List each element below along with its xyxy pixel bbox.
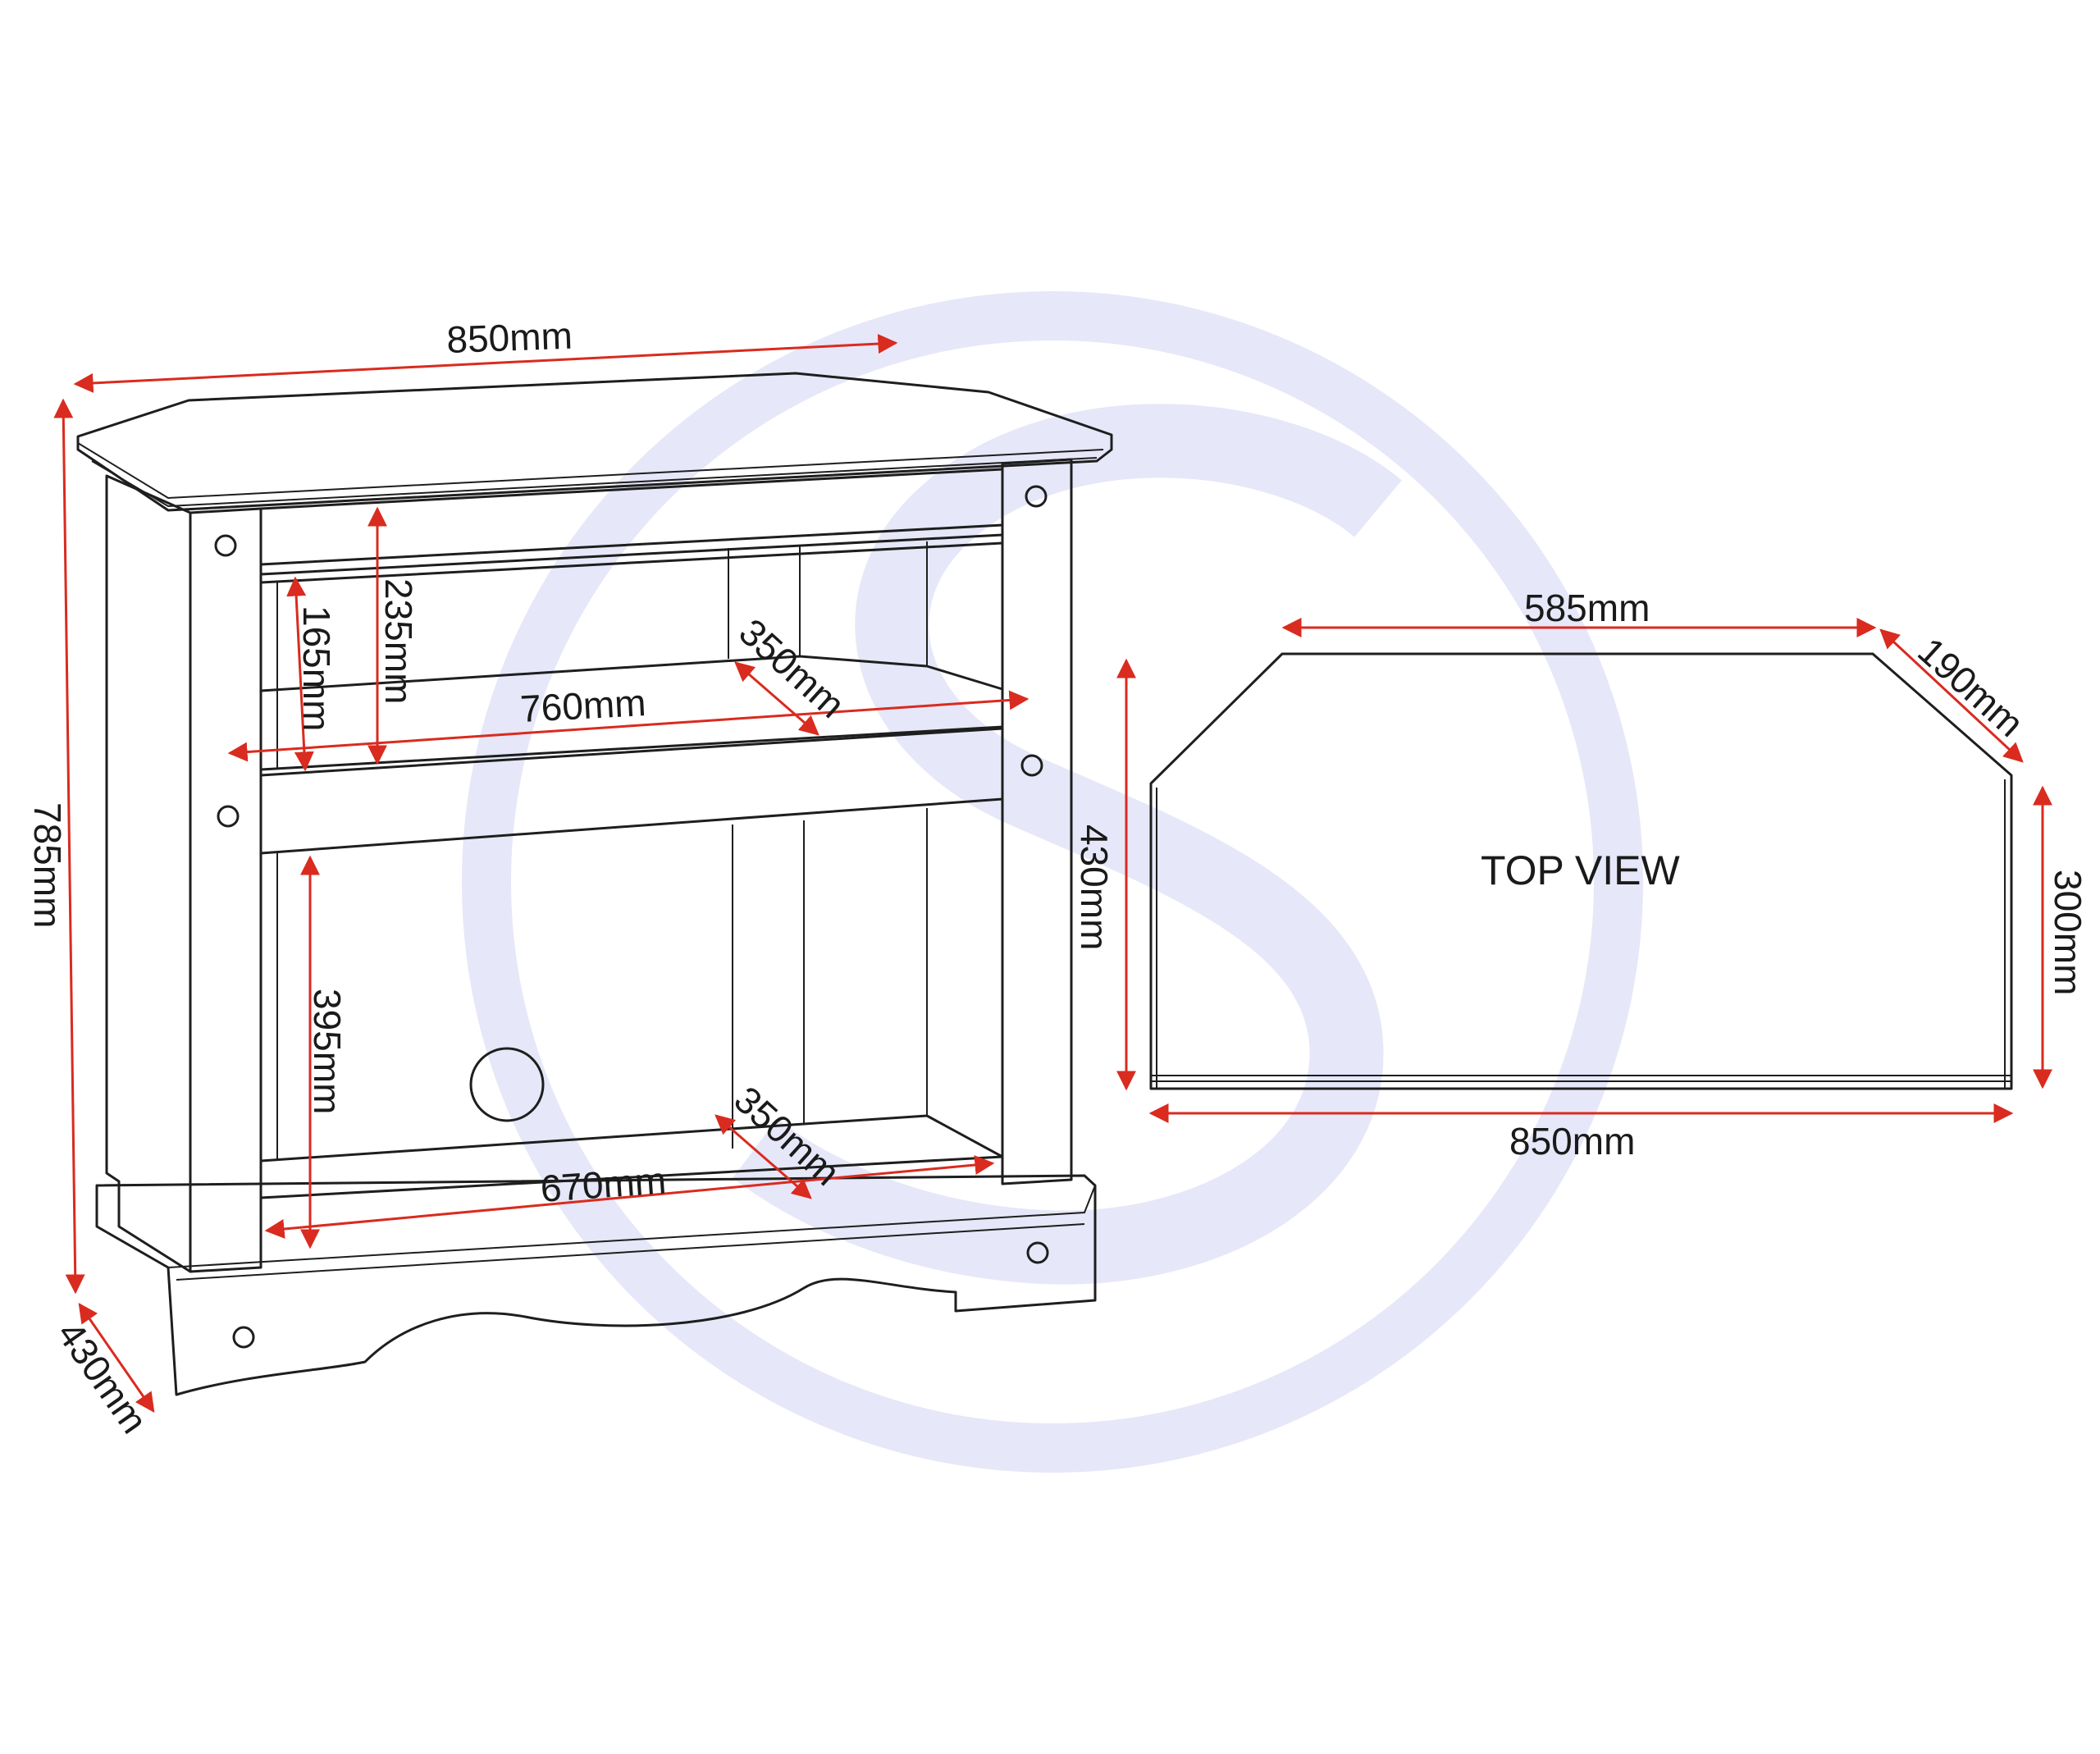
depth-base-label: 430mm xyxy=(49,1313,157,1441)
width-top-label: 850mm xyxy=(446,314,573,361)
top-view-outline xyxy=(1149,652,2013,1090)
top-view-title: TOP VIEW xyxy=(1481,847,1680,893)
front-width-label: 850mm xyxy=(1509,1120,1635,1162)
upper-opening-height-label: 165mm xyxy=(295,605,338,731)
cable-hole xyxy=(469,1047,545,1122)
front-dimension-arrows xyxy=(53,334,1029,1413)
upper-width-label: 760mm xyxy=(519,681,647,730)
upper-depth-label: 350mm xyxy=(731,610,853,726)
s-logo-watermark xyxy=(462,291,1643,1473)
side-depth-label: 430mm xyxy=(1073,824,1116,950)
lower-opening-height-label: 395mm xyxy=(306,989,349,1114)
top-shelf-height-label: 235mm xyxy=(377,578,420,704)
height-total-label: 785mm xyxy=(26,802,69,928)
back-width-label: 585mm xyxy=(1524,587,1650,629)
angled-side-label: 190mm xyxy=(1910,629,2032,745)
side-depth-top-label: 300mm xyxy=(2047,870,2089,995)
lower-width-label: 670mm xyxy=(539,1158,668,1210)
top-view-dimension-arrows xyxy=(1116,618,2052,1123)
